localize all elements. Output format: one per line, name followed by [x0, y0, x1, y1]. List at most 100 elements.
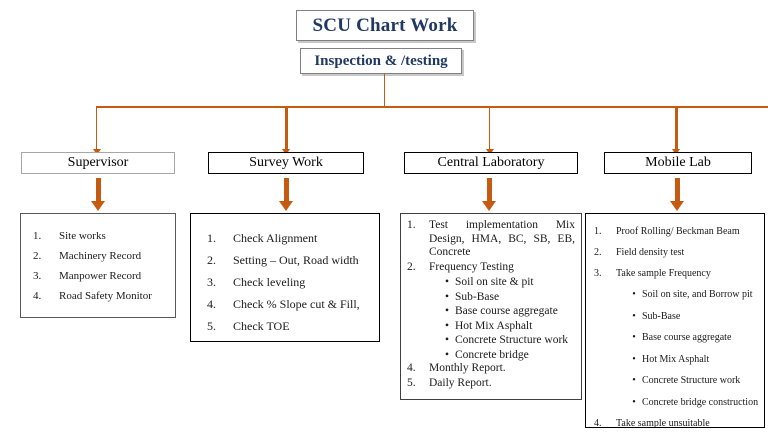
node-label-central-laboratory: Central Laboratory	[437, 155, 545, 170]
list-item-label: Check Alignment	[233, 231, 318, 245]
list-item-label: Concrete Structure work	[642, 375, 741, 386]
list-item: 3. Check leveling	[207, 271, 375, 293]
list-item-label: Check TOE	[233, 319, 290, 333]
content-box-survey-work: 1. Check Alignment 2. Setting – Out, Roa…	[190, 213, 380, 342]
list-item: • Base course aggregate	[439, 304, 575, 319]
list-item: 5. Daily Report.	[405, 377, 575, 391]
connector-drop-central-laboratory	[489, 107, 490, 151]
list-item-number: 3.	[207, 275, 216, 289]
list-item-number: 3.	[33, 270, 42, 282]
down-arrow-icon-supervisor	[91, 201, 105, 211]
down-arrow-stem-mobile-lab	[675, 178, 680, 202]
down-arrow-stem-supervisor	[96, 178, 101, 202]
list-item: 2. Field density test	[590, 242, 760, 263]
list-item: • Concrete bridge	[439, 348, 575, 363]
list-item-label: Site works	[59, 230, 106, 242]
bullet-icon: •	[444, 305, 450, 317]
task-list-mobile-lab-top: 1. Proof Rolling/ Beckman Beam 2. Field …	[590, 221, 760, 284]
list-item: 4. Road Safety Monitor	[33, 286, 171, 306]
list-item-label: Monthly Report.	[429, 362, 506, 374]
list-item-label: Proof Rolling/ Beckman Beam	[616, 226, 740, 237]
node-label-supervisor: Supervisor	[67, 155, 129, 170]
list-item-label: Concrete bridge construction	[642, 396, 759, 408]
list-item-label: Hot Mix Asphalt	[642, 353, 710, 365]
list-item: • Concrete bridge construction	[626, 392, 760, 414]
chart-subtitle-box: Inspection & /testing	[300, 48, 462, 74]
list-item: 3. Take sample Frequency	[590, 263, 760, 284]
list-item-label: Road Safety Monitor	[59, 290, 152, 302]
content-box-mobile-lab: 1. Proof Rolling/ Beckman Beam 2. Field …	[585, 213, 765, 428]
task-list-supervisor: 1. Site works 2. Machinery Record 3. Man…	[21, 214, 175, 306]
task-list-central-laboratory: 1. Test implementation Mix Design, HMA, …	[401, 214, 581, 390]
down-arrow-stem-survey-work	[284, 178, 289, 202]
list-item-label: Test implementation Mix Design, HMA, BC,…	[429, 219, 575, 258]
list-item-label: Setting – Out, Road width	[233, 253, 359, 267]
content-box-central-laboratory: 1. Test implementation Mix Design, HMA, …	[400, 213, 582, 400]
bullet-icon: •	[444, 348, 450, 361]
list-item: 5. Check TOE	[207, 315, 375, 337]
task-list-survey-work: 1. Check Alignment 2. Setting – Out, Roa…	[191, 214, 379, 337]
list-item-label: Daily Report.	[429, 376, 492, 389]
list-item-number: 1.	[33, 230, 42, 242]
down-arrow-icon-survey-work	[279, 201, 293, 211]
list-item: • Hot Mix Asphalt	[626, 349, 760, 371]
bullet-icon: •	[444, 290, 450, 303]
list-item: 4. Check % Slope cut & Fill,	[207, 293, 375, 315]
list-item-number: 2.	[594, 247, 602, 258]
content-box-supervisor: 1. Site works 2. Machinery Record 3. Man…	[20, 213, 176, 318]
list-item-number: 4.	[407, 362, 416, 374]
bullet-icon: •	[632, 375, 636, 386]
node-central-laboratory[interactable]: Central Laboratory	[404, 152, 578, 174]
list-item: • Hot Mix Asphalt	[439, 319, 575, 334]
node-label-survey-work: Survey Work	[249, 155, 323, 170]
connector-drop-survey-work	[285, 107, 288, 151]
bullet-icon: •	[632, 310, 636, 322]
list-item: 1. Proof Rolling/ Beckman Beam	[590, 221, 760, 242]
list-item: 2. Setting – Out, Road width	[207, 249, 375, 271]
list-item: • Soil on site, and Borrow pit	[626, 284, 760, 306]
bullet-icon: •	[632, 396, 636, 408]
list-item-number: 1.	[594, 226, 602, 237]
list-item: • Concrete Structure work	[626, 370, 760, 392]
list-item: 2. Frequency Testing	[405, 261, 575, 275]
task-list-central-laboratory-top: 1. Test implementation Mix Design, HMA, …	[405, 219, 575, 274]
list-item-number: 3.	[594, 268, 602, 279]
node-survey-work[interactable]: Survey Work	[208, 152, 364, 174]
list-item-label: Hot Mix Asphalt	[455, 319, 533, 332]
list-item-label: Sub-Base	[642, 310, 681, 322]
list-item: • Sub-Base	[626, 306, 760, 328]
bullet-icon: •	[632, 289, 636, 300]
node-mobile-lab[interactable]: Mobile Lab	[604, 152, 752, 174]
list-item-number: 1.	[207, 231, 216, 245]
connector-drop-supervisor	[96, 107, 97, 151]
list-item-label: Frequency Testing	[429, 260, 514, 273]
list-item-number: 2.	[33, 250, 42, 262]
bullet-icon: •	[632, 353, 636, 365]
page-title: SCU Chart Work	[312, 14, 458, 36]
list-item-number: 4.	[594, 418, 602, 428]
task-list-mobile-lab: 1. Proof Rolling/ Beckman Beam 2. Field …	[586, 214, 764, 428]
list-item-label: Machinery Record	[59, 250, 142, 262]
node-supervisor[interactable]: Supervisor	[21, 152, 175, 174]
list-item-label: Manpower Record	[59, 270, 142, 282]
bullet-icon: •	[444, 276, 450, 288]
list-item: 1. Site works	[33, 226, 171, 246]
bullet-list-mobile-lab: • Soil on site, and Borrow pit • Sub-Bas…	[626, 284, 760, 413]
list-item: • Base course aggregate	[626, 327, 760, 349]
list-item-number: 5.	[207, 319, 216, 333]
node-label-mobile-lab: Mobile Lab	[645, 155, 711, 170]
list-item: 2. Machinery Record	[33, 246, 171, 266]
list-item-label: Take sample unsuitable	[616, 418, 710, 428]
bullet-list-central-laboratory: • Soil on site & pit • Sub-Base • Base c…	[439, 275, 575, 362]
list-item-number: 2.	[407, 260, 416, 273]
connector-horizontal-bus	[96, 106, 768, 108]
list-item: • Soil on site & pit	[439, 275, 575, 290]
list-item: 4. Take sample unsuitable	[590, 413, 760, 428]
bullet-icon: •	[444, 319, 450, 332]
connector-drop-mobile-lab	[675, 107, 678, 151]
list-item-number: 2.	[207, 253, 216, 267]
task-list-mobile-lab-bottom: 4. Take sample unsuitable 5. IRI Test 6.…	[590, 413, 760, 428]
list-item: 1. Check Alignment	[207, 227, 375, 249]
list-item-label: Concrete bridge	[455, 348, 529, 361]
